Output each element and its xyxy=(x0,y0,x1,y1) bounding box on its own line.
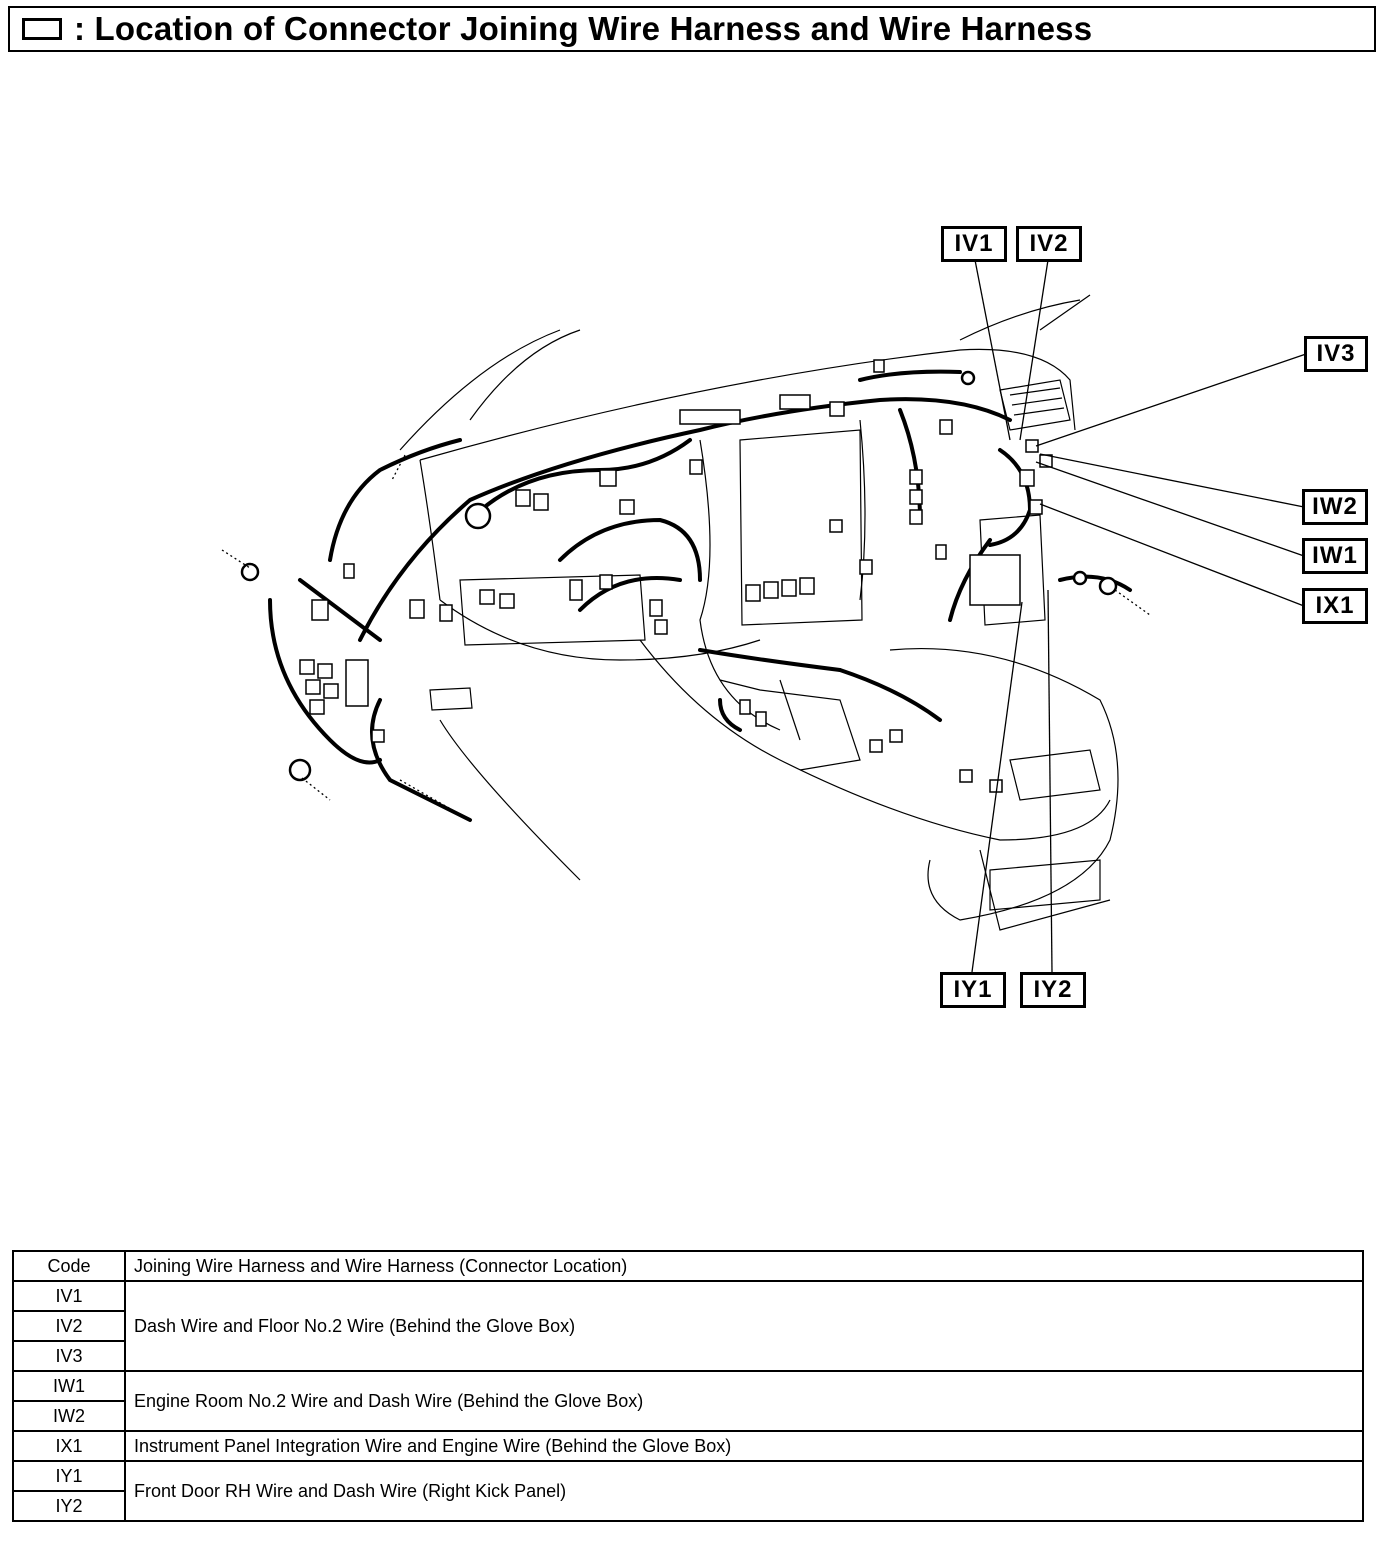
table-row: IV1 Dash Wire and Floor No.2 Wire (Behin… xyxy=(12,1280,1364,1372)
callout-ix1: IX1 xyxy=(1302,588,1368,624)
description-cell: Instrument Panel Integration Wire and En… xyxy=(124,1430,1364,1462)
code-cell: IV1 xyxy=(12,1280,126,1312)
callout-iw2: IW2 xyxy=(1302,489,1368,525)
code-cell: IV3 xyxy=(12,1340,126,1372)
table-row: IV3 xyxy=(12,1340,1363,1372)
table-row: IW1 Engine Room No.2 Wire and Dash Wire … xyxy=(12,1370,1364,1432)
description-cell: Engine Room No.2 Wire and Dash Wire (Beh… xyxy=(124,1370,1364,1432)
table-row: IX1 Instrument Panel Integration Wire an… xyxy=(12,1430,1364,1462)
callout-iv3: IV3 xyxy=(1304,336,1368,372)
connector-code-table: Code Joining Wire Harness and Wire Harne… xyxy=(12,1250,1364,1522)
description-cell: Dash Wire and Floor No.2 Wire (Behind th… xyxy=(124,1280,1364,1372)
callout-iy1: IY1 xyxy=(940,972,1006,1008)
callout-iy2: IY2 xyxy=(1020,972,1086,1008)
connector-box-icon xyxy=(22,18,62,40)
table-row: IV2 xyxy=(12,1310,1363,1342)
wiring-diagram: IV1 IV2 IV3 IW2 IW1 IX1 IY1 IY2 xyxy=(0,200,1392,1030)
code-cell: IX1 xyxy=(12,1430,126,1462)
description-column-header: Joining Wire Harness and Wire Harness (C… xyxy=(124,1250,1364,1282)
dashboard-harness-drawing xyxy=(221,259,1307,973)
code-cell: IY1 xyxy=(12,1460,126,1492)
table-header-row: Code Joining Wire Harness and Wire Harne… xyxy=(12,1250,1364,1282)
description-cell: Front Door RH Wire and Dash Wire (Right … xyxy=(124,1460,1364,1522)
code-cell: IW2 xyxy=(12,1400,126,1432)
callout-iw1: IW1 xyxy=(1302,538,1368,574)
code-cell: IV2 xyxy=(12,1310,126,1342)
page-header: : Location of Connector Joining Wire Har… xyxy=(8,6,1376,52)
table-row: IY2 xyxy=(12,1490,1363,1522)
table-row: IY1 Front Door RH Wire and Dash Wire (Ri… xyxy=(12,1460,1364,1522)
page-title: : Location of Connector Joining Wire Har… xyxy=(74,10,1093,47)
callout-iv2: IV2 xyxy=(1016,226,1082,262)
table-row: IW2 xyxy=(12,1400,1363,1432)
code-cell: IY2 xyxy=(12,1490,126,1522)
callout-iv1: IV1 xyxy=(941,226,1007,262)
code-cell: IW1 xyxy=(12,1370,126,1402)
code-column-header: Code xyxy=(12,1250,126,1282)
